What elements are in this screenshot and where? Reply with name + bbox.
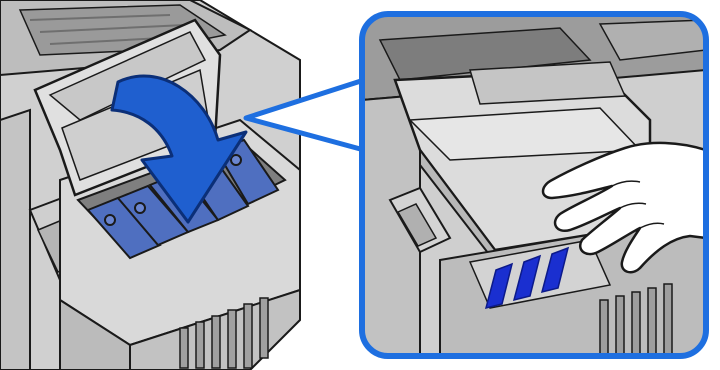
- printer-left: [0, 0, 300, 370]
- printer-side: [0, 110, 30, 370]
- callout-closeup: [362, 14, 706, 356]
